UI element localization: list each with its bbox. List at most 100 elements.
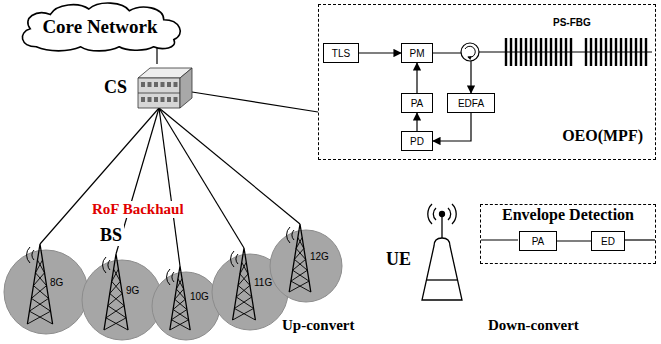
switch-icon: CS: [104, 64, 194, 112]
node-label: 9G: [126, 285, 139, 296]
tower-bracing: [289, 238, 311, 292]
tower-symbol: [231, 248, 256, 320]
grating-stroke: [625, 38, 627, 66]
grating-stroke: [630, 38, 632, 66]
tower-symbol: [287, 224, 311, 292]
connector-line: [159, 108, 180, 266]
ue-body: [422, 238, 462, 300]
grating-stroke: [570, 38, 572, 66]
node-label: 10G: [190, 291, 209, 302]
text-label: UE: [386, 249, 411, 270]
connector-line: [359, 52, 401, 53]
node-label: Envelope Detection: [502, 206, 634, 224]
circulator-arrow: [465, 46, 475, 57]
grating-stroke: [605, 38, 607, 66]
signal-arc: [236, 254, 238, 264]
node-label: EDFA: [458, 98, 484, 109]
node-label: PA: [532, 236, 545, 247]
grating-stroke: [515, 38, 517, 66]
tower-bracing: [27, 260, 52, 324]
signal-arc: [452, 204, 456, 224]
signal-arc: [231, 251, 234, 267]
signal-arc: [428, 204, 432, 224]
connector-line: [159, 108, 244, 248]
node-label: PM: [410, 48, 425, 59]
fiber-bragg-grating: [505, 38, 647, 66]
tower-leg: [233, 248, 256, 320]
grating-stroke: [540, 38, 542, 66]
switch-front: [138, 78, 180, 108]
antenna-mast: [441, 217, 442, 240]
signal-arc: [32, 250, 34, 260]
switch-port: [141, 82, 145, 87]
switch-port: [174, 82, 178, 87]
ue-band: [427, 279, 457, 280]
signal-arc: [103, 257, 106, 273]
node-label: ED: [601, 236, 615, 247]
tower-leg: [27, 244, 52, 324]
grating-stroke: [555, 38, 557, 66]
node-label: PD: [410, 136, 424, 147]
optical-circulator: [461, 43, 479, 61]
switch-port: [148, 97, 152, 102]
cloud-shape: Core Network: [14, 0, 186, 54]
tower-bracing: [104, 269, 128, 330]
signal-arc: [292, 230, 294, 240]
grating-stroke: [505, 38, 507, 66]
connector-line: [156, 48, 157, 64]
grating-stroke: [645, 38, 647, 66]
switch-port: [174, 97, 178, 102]
dashed-group: Envelope DetectionPA ED: [480, 204, 656, 264]
grating-stroke: [525, 38, 527, 66]
grating-stroke: [520, 38, 522, 66]
text-label: BS: [98, 225, 124, 246]
signal-arc: [108, 260, 110, 270]
tower-leg: [289, 224, 311, 292]
grating-stroke: [590, 38, 592, 66]
process-box: EDFA: [447, 93, 495, 113]
switch-port: [141, 97, 145, 102]
signal-arc: [433, 208, 436, 220]
signal-arc: [448, 208, 451, 220]
node-label: 11G: [254, 277, 272, 288]
node-label: TLS: [332, 48, 350, 59]
grating-stroke: [640, 38, 642, 66]
dashed-group: OEO(MPF)TLSPMPAEDFAPD: [318, 4, 656, 160]
cell-area: [4, 242, 88, 334]
signal-wire: [624, 239, 655, 240]
signal-arc: [287, 227, 290, 243]
switch-port: [161, 82, 165, 87]
cell-area: [270, 222, 342, 302]
node-label: PA: [411, 98, 424, 109]
tower-bracing: [233, 262, 256, 320]
grating-stroke: [565, 38, 567, 66]
connector-line: [40, 108, 159, 244]
cell-area: [82, 252, 162, 340]
process-box: PD: [401, 131, 433, 151]
cloud-outline: [22, 3, 180, 51]
process-box: PA: [401, 93, 433, 113]
tower-bracing: [170, 279, 190, 330]
grating-stroke: [635, 38, 637, 66]
base-station-cell: 12G: [270, 222, 342, 302]
grating-stroke: [610, 38, 612, 66]
process-box: PA: [519, 231, 557, 251]
circulator-body: [461, 43, 479, 61]
connector-line: [557, 240, 591, 241]
tower-symbol: [27, 244, 53, 324]
base-station-cell: 9G: [82, 252, 162, 340]
switch-port: [154, 82, 158, 87]
grating-stroke: [615, 38, 617, 66]
text-label: PS-FBG: [553, 17, 591, 28]
process-box: PM: [401, 43, 433, 63]
text-label: RoF Backhaul: [90, 201, 186, 218]
signal-arc: [27, 247, 30, 263]
text-label: Up-convert: [282, 317, 354, 334]
leader-line: [192, 92, 318, 112]
node-label: 8G: [50, 277, 63, 288]
grating-stroke: [585, 38, 587, 66]
process-box: ED: [591, 231, 625, 251]
switch-port: [154, 97, 158, 102]
process-box: TLS: [323, 43, 359, 63]
